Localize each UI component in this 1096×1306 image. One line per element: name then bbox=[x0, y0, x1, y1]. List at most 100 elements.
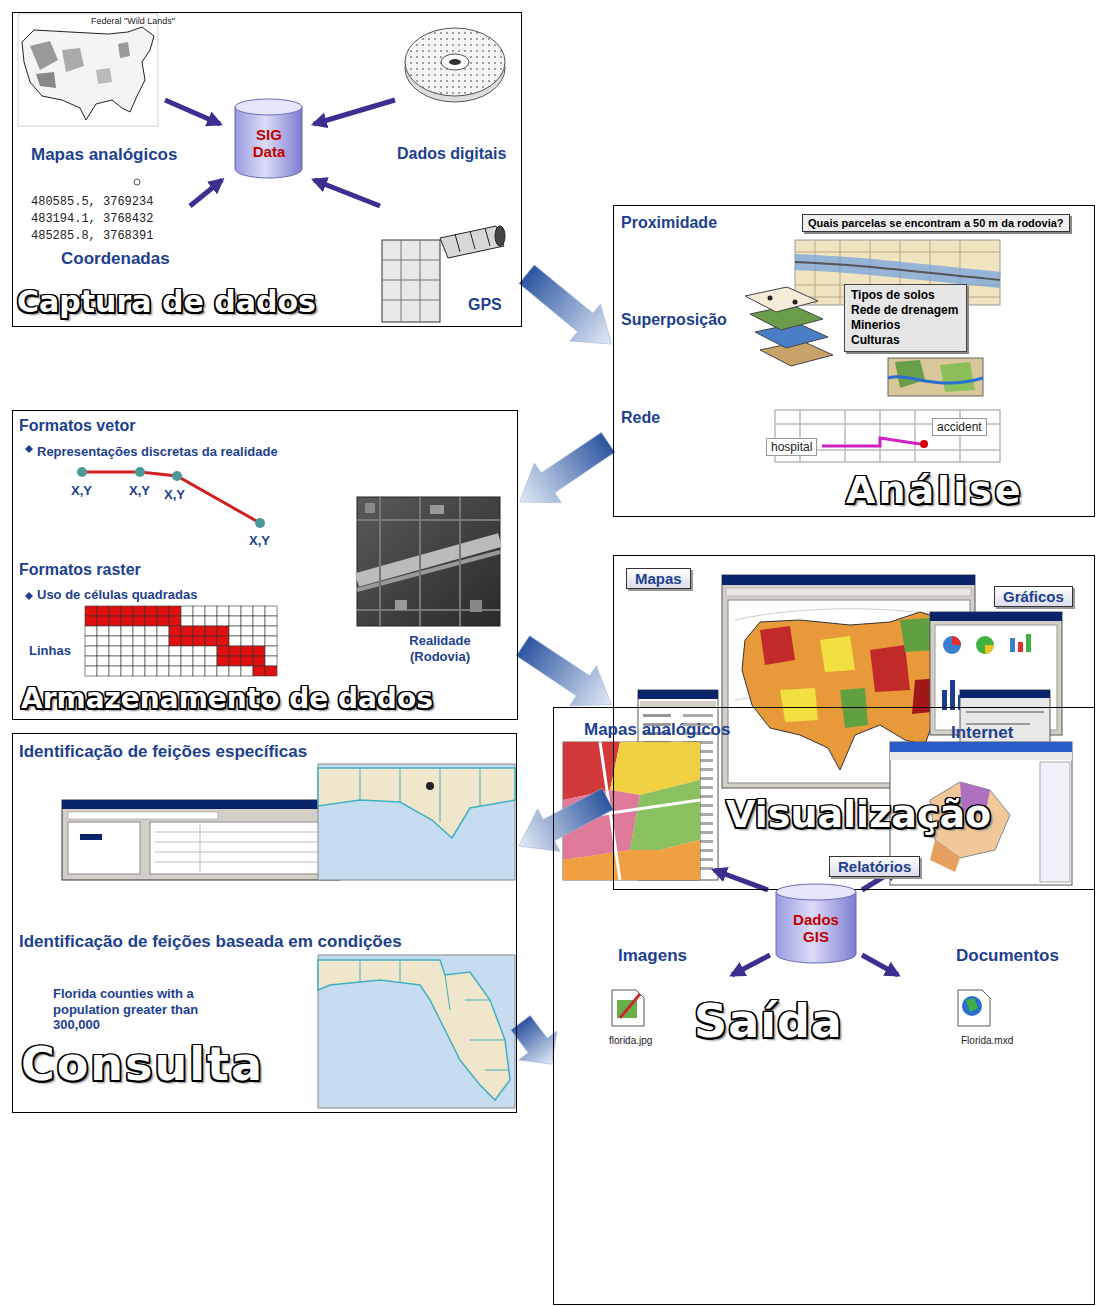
panel-title: Armazenamento de dados bbox=[21, 684, 433, 715]
raster-grid-part bbox=[169, 606, 181, 616]
raster-grid-part bbox=[169, 656, 181, 666]
panel-title: Saída bbox=[694, 996, 843, 1047]
coordinate-text: 485285.8, 3768391 bbox=[31, 229, 153, 243]
vector-line bbox=[77, 467, 265, 528]
box-text: Mapas bbox=[635, 570, 682, 587]
us-map-part bbox=[62, 48, 84, 72]
report-window-part bbox=[643, 714, 671, 717]
raster-grid-part bbox=[121, 656, 133, 666]
identify-window-part bbox=[155, 824, 330, 872]
box-text: Rede de drenagem bbox=[851, 303, 958, 318]
proximity-map bbox=[795, 240, 1000, 305]
database-label: SIG Data bbox=[243, 126, 295, 161]
section-heading: Rede bbox=[621, 409, 660, 427]
raster-grid-part bbox=[205, 616, 217, 626]
vector-line-part bbox=[77, 467, 87, 477]
flow-arrow bbox=[519, 265, 612, 344]
box-text: Relatórios bbox=[838, 858, 911, 875]
box-text: Quais parcelas se encontram a 50 m da ro… bbox=[808, 217, 1064, 229]
raster-grid-part bbox=[121, 646, 133, 656]
raster-grid-part bbox=[241, 666, 253, 676]
caption-text: Representações discretas da realidade bbox=[37, 444, 278, 460]
florida-map bbox=[318, 764, 515, 880]
raster-grid-part bbox=[169, 636, 181, 646]
chart-window-part bbox=[976, 636, 994, 654]
overlay-layers bbox=[745, 287, 833, 366]
map-window-part bbox=[870, 645, 910, 692]
gps-satellite-part bbox=[382, 240, 440, 322]
raster-grid-part bbox=[229, 626, 241, 636]
identify-window bbox=[62, 800, 340, 880]
aerial-photo-part bbox=[470, 600, 482, 612]
raster-grid-part bbox=[169, 616, 181, 626]
raster-grid-part bbox=[145, 626, 157, 636]
raster-grid-part bbox=[133, 636, 145, 646]
raster-grid-part bbox=[133, 626, 145, 636]
output-arrows-part bbox=[732, 955, 770, 975]
raster-grid-part bbox=[229, 666, 241, 676]
flow-arrow bbox=[519, 788, 614, 851]
identify-window-part bbox=[150, 822, 334, 874]
raster-grid-part bbox=[109, 656, 121, 666]
section-heading: Coordenadas bbox=[61, 249, 170, 269]
raster-grid-part bbox=[133, 616, 145, 626]
raster-grid-part bbox=[157, 656, 169, 666]
caption-text: Florida counties with a population great… bbox=[53, 986, 228, 1033]
vector-line-part bbox=[255, 518, 265, 528]
stage-panel: Armazenamento de dadosFormatos vetorRepr… bbox=[12, 410, 518, 720]
raster-grid-part bbox=[193, 606, 205, 616]
map-tag: accident bbox=[932, 418, 987, 436]
raster-grid-part bbox=[97, 606, 109, 616]
raster-grid bbox=[85, 606, 277, 676]
proximity-map-part bbox=[795, 240, 1000, 305]
identify-window-part bbox=[62, 800, 340, 880]
florida-map-part bbox=[360, 768, 480, 822]
output-arrows-part bbox=[862, 955, 898, 975]
mxd-icon-part bbox=[958, 990, 990, 1026]
raster-grid-part bbox=[253, 626, 265, 636]
vector-line-part bbox=[135, 467, 145, 477]
us-map-part bbox=[30, 41, 58, 70]
overlay-layers-part bbox=[745, 287, 818, 312]
raster-grid-part bbox=[97, 626, 109, 636]
raster-grid-part bbox=[181, 626, 193, 636]
section-heading: Identificação de feições baseada em cond… bbox=[19, 932, 402, 952]
raster-grid-part bbox=[85, 636, 97, 646]
raster-grid-part bbox=[109, 606, 121, 616]
digital-disk bbox=[405, 28, 505, 102]
raster-grid-part bbox=[145, 646, 157, 656]
raster-grid-part bbox=[97, 666, 109, 676]
florida-map-part bbox=[318, 955, 515, 1108]
stage-panel: Captura de dadosFederal "Wild Lands"Mapa… bbox=[12, 12, 522, 327]
raster-grid-part bbox=[145, 606, 157, 616]
digital-disk-part bbox=[441, 54, 469, 70]
stage-panel: ConsultaIdentificação de feições específ… bbox=[12, 733, 517, 1113]
aerial-photo-part bbox=[430, 505, 444, 514]
paper-map-part bbox=[630, 780, 700, 850]
raster-grid-part bbox=[241, 606, 253, 616]
cylinder-shape-part bbox=[235, 107, 302, 178]
panel-title: Visualização bbox=[726, 794, 991, 836]
aerial-photo-part bbox=[357, 497, 500, 626]
aerial-photo-part bbox=[395, 600, 407, 610]
raster-grid-part bbox=[193, 616, 205, 626]
panel-title: Consulta bbox=[21, 1039, 264, 1090]
box-text: Tipos de solos bbox=[851, 288, 958, 303]
raster-grid-part bbox=[253, 656, 265, 666]
raster-grid-part bbox=[121, 626, 133, 636]
color-window-part bbox=[960, 690, 1050, 698]
section-heading: Internet bbox=[951, 723, 1013, 743]
vector-line-part bbox=[82, 472, 260, 523]
raster-grid-part bbox=[229, 656, 241, 666]
gps-satellite-part bbox=[382, 240, 440, 322]
proximity-map-part bbox=[795, 240, 1000, 305]
map-window-part bbox=[780, 688, 818, 722]
section-heading: Proximidade bbox=[621, 214, 717, 232]
identify-window-part bbox=[68, 822, 140, 874]
raster-grid-part bbox=[253, 616, 265, 626]
raster-grid-part bbox=[205, 656, 217, 666]
cylinder-shape-part bbox=[235, 99, 302, 115]
input-arrows-part bbox=[165, 100, 220, 124]
section-heading: Formatos raster bbox=[19, 561, 141, 579]
